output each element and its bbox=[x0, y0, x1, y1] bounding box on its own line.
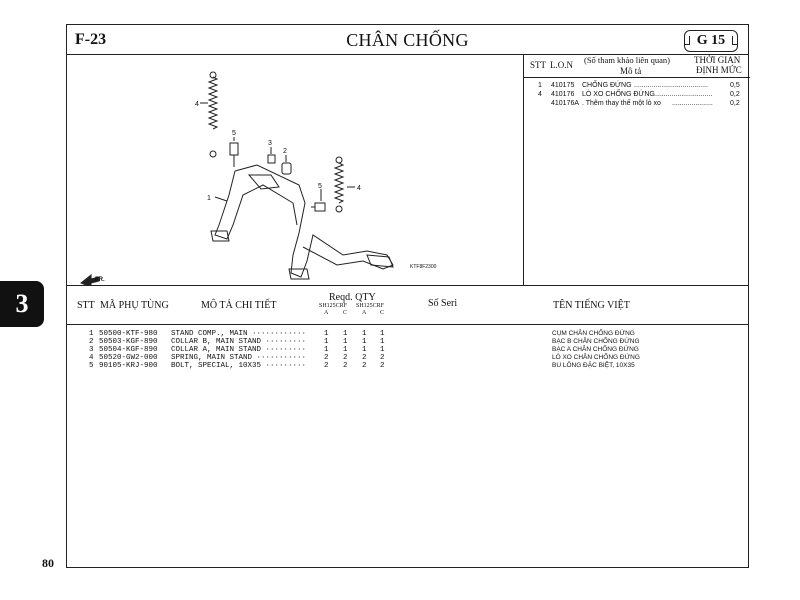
chapter-tab: 3 bbox=[0, 281, 44, 327]
page-number: 80 bbox=[42, 556, 54, 570]
catalog-page-frame: F-23 CHÂN CHỐNG G 15 bbox=[66, 24, 750, 568]
table-row: 5 90105-KRJ-900 BOLT, SPECIAL, 10X35 ···… bbox=[89, 362, 635, 370]
exploded-diagram: 4 5 3 2 5 4 1 FR. KTF8F2300 bbox=[67, 55, 524, 288]
page-title: CHÂN CHỐNG bbox=[346, 30, 469, 50]
callout-5-right: 5 bbox=[318, 183, 322, 190]
labor-time-panel: STT L.O.N (Số tham khảo liên quan) Mô tả… bbox=[524, 55, 750, 285]
col-part-no: MÃ PHỤ TÙNG bbox=[100, 300, 169, 311]
col-model-2: SH125CRF bbox=[356, 303, 385, 309]
parts-column-headers: STT MÃ PHỤ TÙNG MÔ TẢ CHI TIẾT Reqd. QTY… bbox=[67, 285, 748, 325]
figure-code: F-23 bbox=[75, 31, 107, 48]
labor-col-stt: STT bbox=[530, 60, 547, 70]
labor-row: 410176A . Thêm thay thế một lò xo ......… bbox=[551, 100, 740, 107]
col-vn-name: TÊN TIẾNG VIỆT bbox=[553, 300, 630, 311]
col-serial: Số Seri bbox=[428, 298, 458, 309]
spring-right bbox=[333, 162, 345, 204]
col-type-a1: A bbox=[324, 310, 329, 316]
col-stt: STT bbox=[77, 300, 95, 311]
labor-col-desc: Mô tả bbox=[620, 66, 642, 76]
main-stand-diagram: 4 5 3 2 5 4 1 FR. KTF8F2300 bbox=[80, 71, 437, 288]
table-row: 1 50500-KTF-980 STAND COMP., MAIN ······… bbox=[89, 330, 635, 338]
page-header: F-23 CHÂN CHỐNG G 15 bbox=[67, 25, 748, 55]
col-reqd-qty: Reqd. QTY bbox=[329, 292, 376, 303]
callout-1: 1 bbox=[207, 195, 211, 202]
callout-4-right: 4 bbox=[357, 185, 361, 192]
col-type-c1: C bbox=[343, 310, 348, 316]
table-row: 2 50503-KGF-890 COLLAR B, MAIN STAND ···… bbox=[89, 338, 640, 346]
col-desc: MÔ TẢ CHI TIẾT bbox=[201, 300, 277, 311]
labor-col-time2: ĐỊNH MỨC bbox=[696, 65, 742, 75]
callout-4-left: 4 bbox=[195, 101, 199, 108]
table-row: 3 50504-KGF-890 COLLAR A, MAIN STAND ···… bbox=[89, 346, 639, 354]
col-type-a2: A bbox=[362, 310, 367, 316]
labor-col-time1: THỜI GIAN bbox=[694, 55, 741, 65]
col-model-1: SH125CRF bbox=[319, 303, 348, 309]
labor-col-lon: L.O.N bbox=[550, 60, 573, 70]
group-badge: G 15 bbox=[684, 30, 738, 52]
front-label: FR. bbox=[95, 277, 105, 283]
figure-id: KTF8F2300 bbox=[410, 264, 437, 270]
callout-2: 2 bbox=[283, 148, 287, 155]
callout-5-left: 5 bbox=[232, 130, 236, 137]
labor-col-ref: (Số tham khảo liên quan) bbox=[584, 55, 670, 65]
col-type-c2: C bbox=[380, 310, 385, 316]
labor-row: 1 410175 CHỐNG ĐỨNG ....................… bbox=[538, 82, 740, 89]
table-row: 4 50520-GW2-000 SPRING, MAIN STAND ·····… bbox=[89, 354, 640, 362]
callout-3: 3 bbox=[268, 140, 272, 147]
main-stand-body bbox=[234, 164, 394, 278]
labor-header-rule bbox=[524, 77, 750, 78]
labor-row: 4 410176 LÒ XO CHỐNG ĐỨNG ..............… bbox=[538, 91, 740, 98]
spring-left bbox=[207, 76, 219, 130]
